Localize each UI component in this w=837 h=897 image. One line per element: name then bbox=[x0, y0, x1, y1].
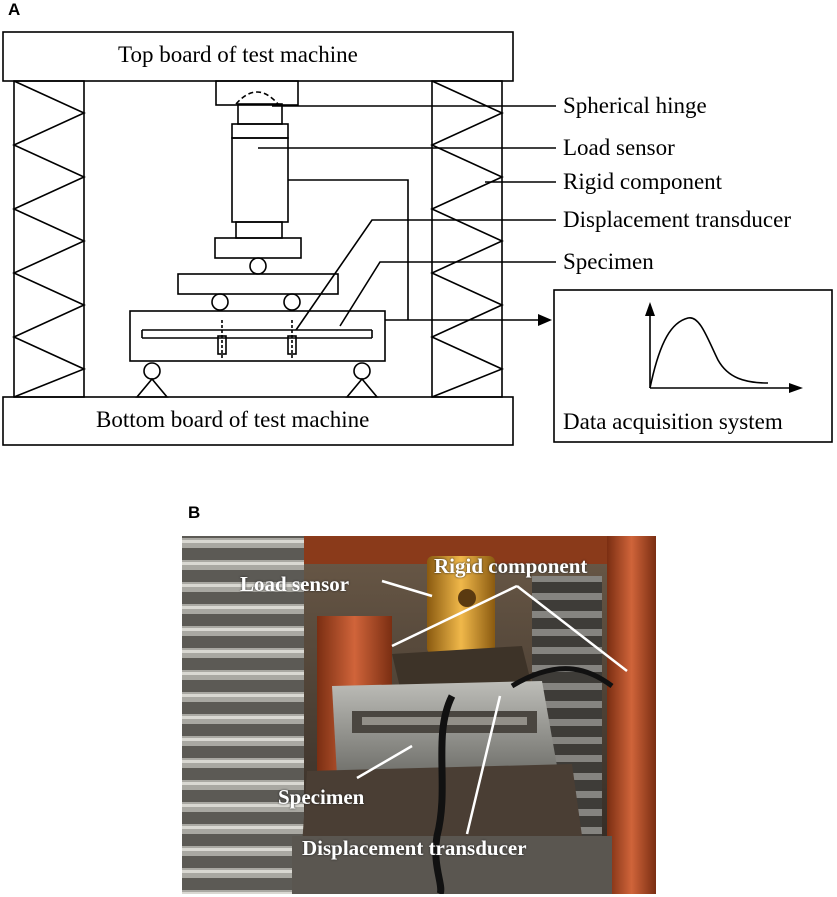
panel-b-label: B bbox=[188, 503, 201, 522]
data-acquisition-label: Data acquisition system bbox=[563, 409, 783, 434]
photo-label-displacement-transducer: Displacement transducer bbox=[302, 836, 527, 860]
bottom-board-label: Bottom board of test machine bbox=[96, 407, 370, 432]
support-left bbox=[135, 377, 169, 398]
right-rust-column bbox=[607, 536, 656, 894]
load-sensor-body bbox=[231, 137, 289, 223]
callout-load-sensor: Load sensor bbox=[563, 135, 675, 160]
signal-wire-load bbox=[288, 179, 409, 320]
left-zigzag bbox=[12, 80, 87, 398]
brass-load-sensor bbox=[427, 556, 495, 654]
beam-roller-left bbox=[211, 293, 229, 311]
support-roller-right bbox=[353, 362, 371, 380]
right-rigid-column bbox=[431, 80, 503, 398]
photo-label-load-sensor: Load sensor bbox=[240, 572, 350, 596]
transducer-right bbox=[287, 335, 297, 355]
left-coil bbox=[182, 536, 304, 894]
photo-illustration bbox=[182, 536, 656, 894]
hinge-neck bbox=[237, 103, 283, 125]
support-roller-left bbox=[143, 362, 161, 380]
specimen-body bbox=[129, 310, 386, 362]
hinge-collar bbox=[231, 123, 289, 139]
load-sensor-base bbox=[235, 221, 283, 239]
transducer-left bbox=[217, 335, 227, 355]
test-setup-photo: Load sensor Rigid component Specimen Dis… bbox=[182, 536, 656, 894]
x-axis-arrow bbox=[789, 383, 803, 393]
y-axis-arrow bbox=[645, 302, 655, 316]
photo-label-rigid-component: Rigid component bbox=[434, 554, 588, 578]
callout-line-transducer bbox=[295, 219, 556, 331]
callout-spherical-hinge: Spherical hinge bbox=[563, 93, 707, 118]
support-right bbox=[345, 377, 379, 398]
callout-rigid-component: Rigid component bbox=[563, 169, 723, 194]
callout-line-specimen bbox=[339, 261, 556, 327]
beam-roller-right bbox=[283, 293, 301, 311]
arrow-to-das bbox=[538, 314, 552, 326]
loading-beam bbox=[177, 273, 339, 295]
panel-a-label: A bbox=[8, 0, 21, 19]
top-roller bbox=[249, 257, 267, 275]
data-acquisition-box bbox=[553, 289, 833, 443]
photo-label-specimen: Specimen bbox=[278, 785, 365, 809]
left-rigid-column bbox=[13, 80, 85, 398]
hinge-arc bbox=[235, 91, 279, 105]
hinge-block bbox=[215, 80, 299, 106]
callout-specimen: Specimen bbox=[563, 249, 654, 274]
top-board-label: Top board of test machine bbox=[118, 42, 358, 67]
callout-displacement-transducer: Displacement transducer bbox=[563, 207, 791, 232]
bottom-board bbox=[2, 396, 514, 446]
right-zigzag bbox=[430, 80, 505, 398]
load-curve bbox=[649, 317, 769, 389]
loading-plate bbox=[214, 237, 302, 259]
